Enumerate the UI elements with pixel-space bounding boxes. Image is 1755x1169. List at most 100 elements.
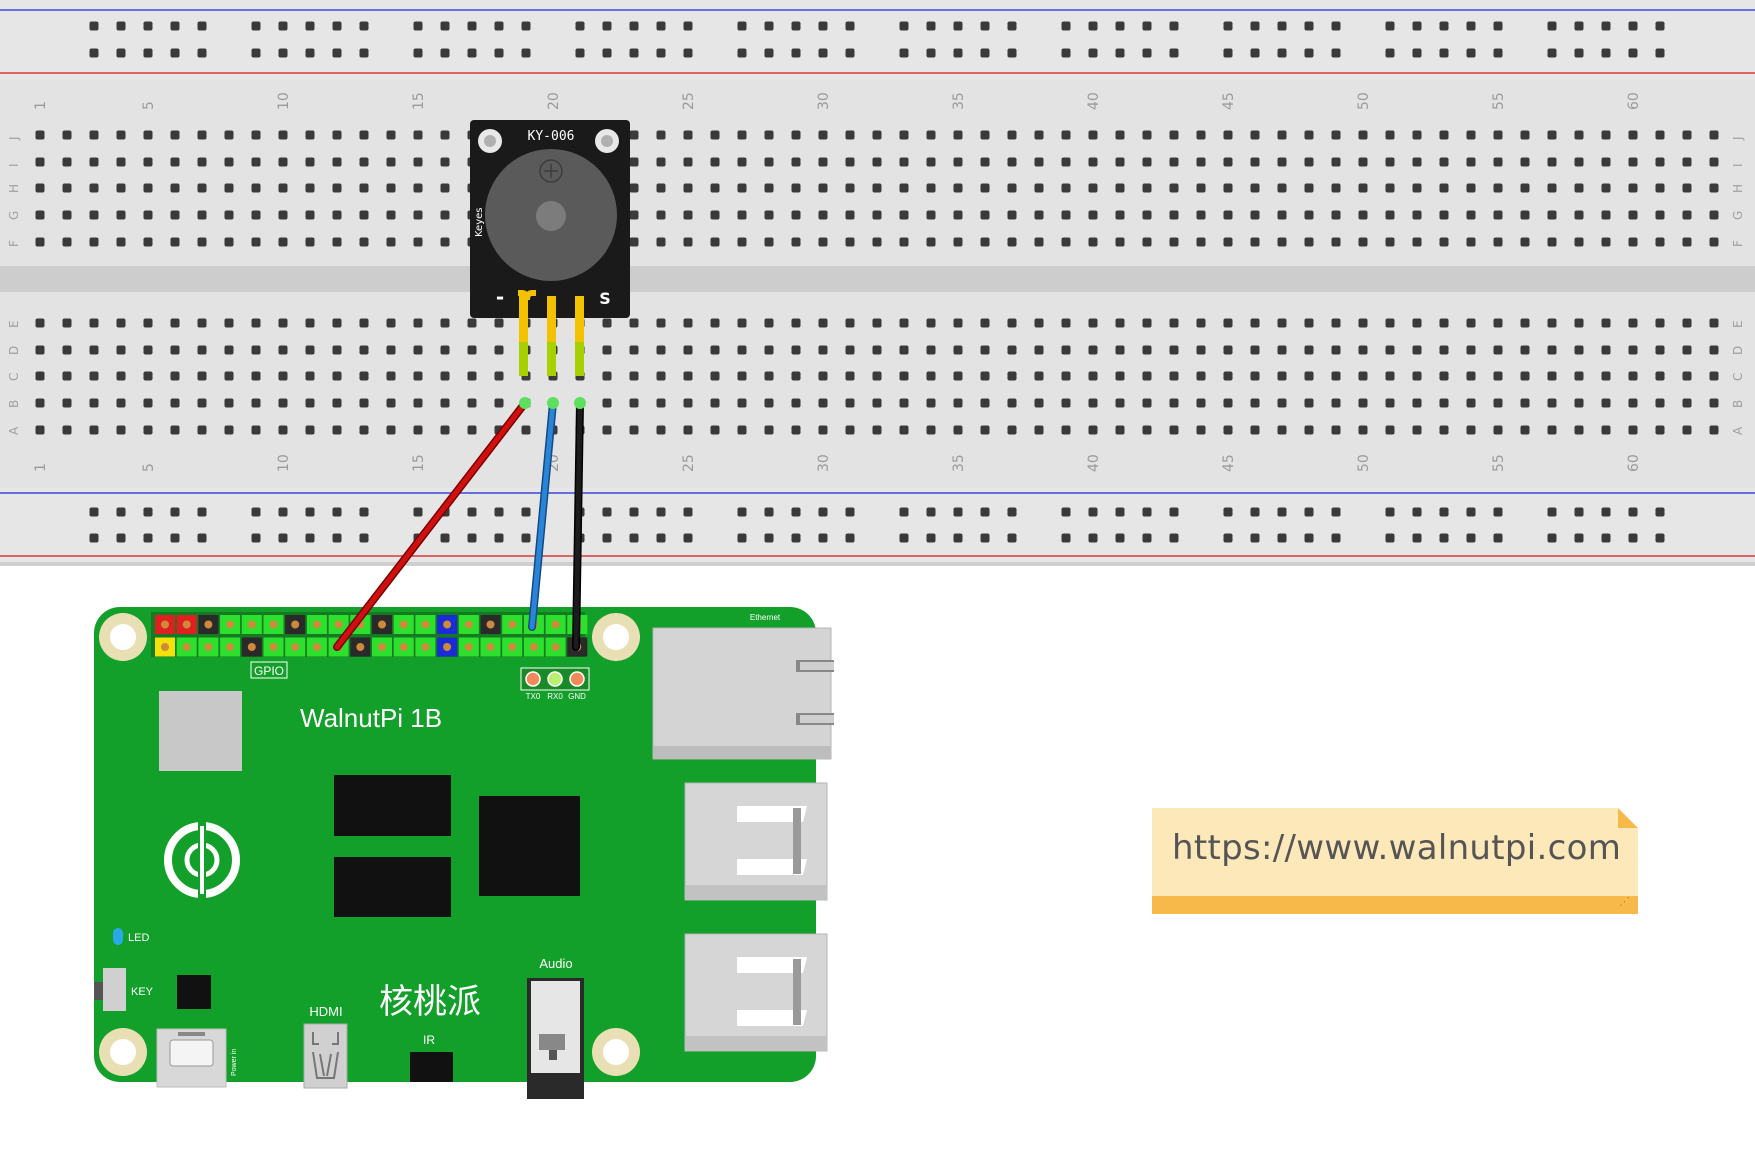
breadboard-hole bbox=[1439, 345, 1449, 355]
breadboard-hole bbox=[143, 237, 153, 247]
breadboard-hole bbox=[980, 425, 990, 435]
breadboard-hole bbox=[1466, 48, 1476, 58]
breadboard-hole bbox=[710, 210, 720, 220]
breadboard-hole bbox=[656, 533, 666, 543]
breadboard-hole bbox=[629, 210, 639, 220]
breadboard-hole bbox=[1088, 183, 1098, 193]
breadboard-hole bbox=[1601, 21, 1611, 31]
breadboard-hole bbox=[1250, 425, 1260, 435]
breadboard-hole bbox=[1655, 183, 1665, 193]
breadboard-hole bbox=[1628, 398, 1638, 408]
breadboard-hole bbox=[116, 398, 126, 408]
breadboard-hole bbox=[683, 425, 693, 435]
breadboard-hole bbox=[224, 183, 234, 193]
breadboard-hole bbox=[251, 371, 261, 381]
breadboard-hole bbox=[1115, 183, 1125, 193]
breadboard-hole bbox=[1223, 371, 1233, 381]
breadboard-hole bbox=[629, 157, 639, 167]
breadboard-hole bbox=[1061, 157, 1071, 167]
note-url[interactable]: https://www.walnutpi.com bbox=[1172, 828, 1622, 868]
breadboard-hole bbox=[656, 183, 666, 193]
breadboard-hole bbox=[467, 533, 477, 543]
breadboard-hole bbox=[872, 130, 882, 140]
breadboard-hole bbox=[332, 425, 342, 435]
breadboard-hole bbox=[1385, 21, 1395, 31]
breadboard-hole bbox=[1466, 157, 1476, 167]
breadboard-hole bbox=[1574, 48, 1584, 58]
breadboard-hole bbox=[1061, 318, 1071, 328]
breadboard-hole bbox=[1250, 183, 1260, 193]
breadboard-hole bbox=[710, 130, 720, 140]
breadboard-hole bbox=[899, 398, 909, 408]
breadboard-hole bbox=[224, 157, 234, 167]
breadboard-hole bbox=[1439, 210, 1449, 220]
column-number: 5 bbox=[141, 101, 157, 110]
breadboard-hole bbox=[1223, 157, 1233, 167]
breadboard-hole bbox=[899, 157, 909, 167]
breadboard-hole bbox=[62, 425, 72, 435]
breadboard-hole bbox=[170, 533, 180, 543]
breadboard-hole bbox=[1277, 507, 1287, 517]
row-letter: F bbox=[7, 240, 21, 247]
breadboard-hole bbox=[818, 318, 828, 328]
breadboard-hole bbox=[818, 183, 828, 193]
breadboard-hole bbox=[1250, 318, 1260, 328]
breadboard-hole bbox=[1547, 157, 1557, 167]
breadboard-hole bbox=[1169, 21, 1179, 31]
column-number: 55 bbox=[1491, 454, 1507, 472]
breadboard-hole bbox=[62, 371, 72, 381]
breadboard-hole bbox=[35, 157, 45, 167]
breadboard-hole bbox=[1412, 533, 1422, 543]
breadboard-hole bbox=[1304, 210, 1314, 220]
column-number: 15 bbox=[411, 454, 427, 472]
breadboard-hole bbox=[899, 130, 909, 140]
breadboard-hole bbox=[1223, 318, 1233, 328]
breadboard-hole bbox=[953, 130, 963, 140]
breadboard-hole bbox=[1601, 157, 1611, 167]
breadboard-hole bbox=[953, 425, 963, 435]
breadboard-hole bbox=[1169, 183, 1179, 193]
breadboard-hole bbox=[845, 533, 855, 543]
column-number: 15 bbox=[411, 92, 427, 110]
column-number: 30 bbox=[816, 454, 832, 472]
breadboard-hole bbox=[1547, 425, 1557, 435]
breadboard-hole bbox=[116, 237, 126, 247]
breadboard-hole bbox=[764, 398, 774, 408]
breadboard-hole bbox=[629, 130, 639, 140]
breadboard-hole bbox=[1142, 183, 1152, 193]
breadboard-hole bbox=[764, 345, 774, 355]
breadboard-hole bbox=[926, 21, 936, 31]
breadboard-hole bbox=[1520, 210, 1530, 220]
breadboard-hole bbox=[1250, 533, 1260, 543]
breadboard-hole bbox=[629, 507, 639, 517]
breadboard-hole bbox=[359, 398, 369, 408]
breadboard-hole bbox=[1034, 398, 1044, 408]
breadboard-hole bbox=[1277, 533, 1287, 543]
breadboard-hole bbox=[413, 507, 423, 517]
breadboard-hole bbox=[1655, 533, 1665, 543]
breadboard-hole bbox=[224, 130, 234, 140]
breadboard-hole bbox=[629, 48, 639, 58]
column-number: 40 bbox=[1086, 454, 1102, 472]
breadboard-hole bbox=[1250, 210, 1260, 220]
breadboard-hole bbox=[1088, 210, 1098, 220]
breadboard-hole bbox=[440, 237, 450, 247]
breadboard-hole bbox=[872, 371, 882, 381]
breadboard-hole bbox=[629, 345, 639, 355]
breadboard-hole bbox=[1142, 210, 1152, 220]
breadboard-hole bbox=[1574, 425, 1584, 435]
breadboard-hole bbox=[980, 130, 990, 140]
breadboard-hole bbox=[332, 345, 342, 355]
breadboard-hole bbox=[1412, 318, 1422, 328]
breadboard-hole bbox=[845, 507, 855, 517]
breadboard-hole bbox=[1682, 398, 1692, 408]
row-letter: E bbox=[1731, 320, 1745, 328]
breadboard-hole bbox=[710, 371, 720, 381]
breadboard-hole bbox=[332, 398, 342, 408]
breadboard-hole bbox=[1682, 318, 1692, 328]
breadboard-hole bbox=[737, 157, 747, 167]
breadboard-hole bbox=[305, 371, 315, 381]
breadboard-hole bbox=[143, 425, 153, 435]
breadboard-hole bbox=[1520, 183, 1530, 193]
breadboard-hole bbox=[170, 210, 180, 220]
